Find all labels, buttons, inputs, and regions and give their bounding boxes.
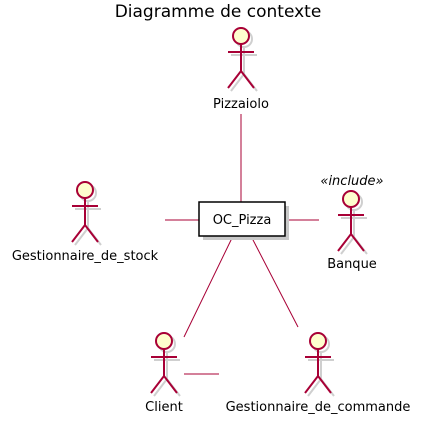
link-system-client <box>183 237 233 338</box>
links <box>165 114 319 375</box>
actor-gestionnaire-de-stock-icon <box>71 181 102 246</box>
actor-client[interactable]: Client <box>145 332 183 415</box>
actor-gestionnaire-de-commande[interactable]: Gestionnaire_de_commande <box>226 332 411 415</box>
actor-banque-icon <box>337 190 368 255</box>
actor-client-label: Client <box>145 400 183 415</box>
actor-pizzaiolo[interactable]: Pizzaiolo <box>213 27 269 112</box>
link-system-commande <box>251 237 299 328</box>
actor-banque-stereotype: «include» <box>320 174 383 189</box>
actor-gestionnaire-de-commande-icon <box>304 332 335 397</box>
actor-banque-label: Banque <box>327 257 377 272</box>
actor-gestionnaire-de-stock[interactable]: Gestionnaire_de_stock <box>12 181 159 264</box>
actor-client-icon <box>150 332 181 397</box>
system-label: OC_Pizza <box>213 213 272 228</box>
actor-pizzaiolo-label: Pizzaiolo <box>213 97 269 112</box>
system-box-frame <box>198 201 286 237</box>
actor-gestionnaire-de-commande-label: Gestionnaire_de_commande <box>226 400 411 415</box>
system-box[interactable]: OC_Pizza <box>198 201 289 240</box>
diagram-title: Diagramme de contexte <box>115 2 322 22</box>
actor-banque[interactable]: «include» Banque <box>320 174 383 272</box>
actor-pizzaiolo-icon <box>227 27 258 92</box>
actor-gestionnaire-de-stock-label: Gestionnaire_de_stock <box>12 249 159 264</box>
